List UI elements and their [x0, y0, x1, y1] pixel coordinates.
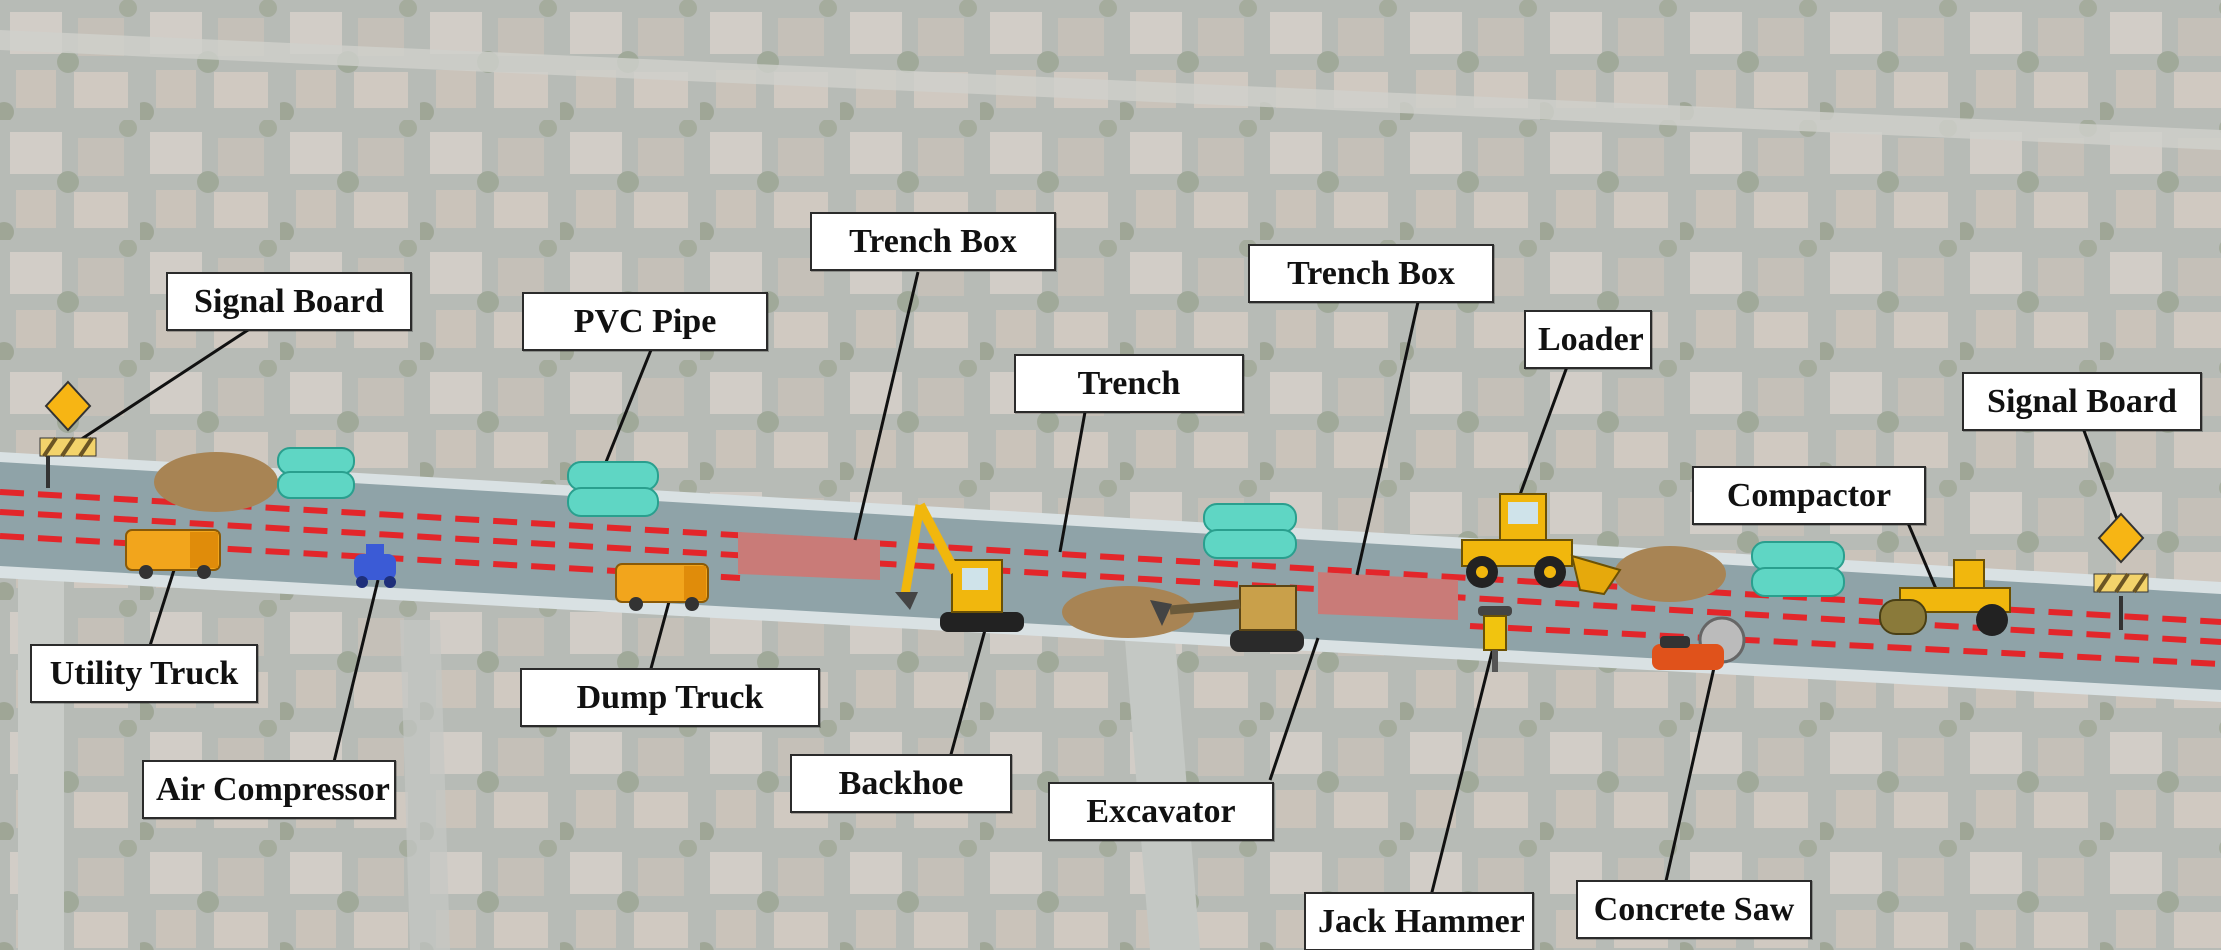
utility-truck-icon	[125, 529, 221, 579]
label-utility-truck: Utility Truck	[30, 644, 258, 704]
label-trench-box-left: Trench Box	[810, 212, 1056, 272]
leader-lines	[79, 271, 2123, 901]
label-concrete-saw: Concrete Saw	[1576, 880, 1812, 940]
pvc-pipe-icon	[1751, 541, 1845, 597]
pvc-pipe-icon	[567, 461, 659, 517]
label-backhoe: Backhoe	[790, 754, 1012, 814]
concrete-saw-icon	[1652, 616, 1746, 670]
label-trench-box-right: Trench Box	[1248, 244, 1494, 304]
soil-pile-icon	[1614, 546, 1726, 602]
left-cross-street	[18, 560, 64, 950]
label-air-compressor: Air Compressor	[142, 760, 396, 820]
label-excavator: Excavator	[1048, 782, 1274, 842]
upper-street	[0, 30, 2221, 150]
trench-box-icon	[738, 532, 880, 580]
jack-hammer-icon	[1478, 606, 1512, 672]
loader-icon	[1461, 493, 1622, 596]
trench-box-icon	[1318, 572, 1458, 620]
label-signal-board-right: Signal Board	[1962, 372, 2202, 432]
backhoe-icon	[895, 502, 1024, 632]
soil-pile-icon	[154, 452, 278, 512]
compactor-icon	[1879, 559, 2011, 636]
label-loader: Loader	[1524, 310, 1652, 370]
air-compressor-icon	[354, 544, 396, 588]
label-signal-board-left: Signal Board	[166, 272, 412, 332]
excavator-icon	[1150, 585, 1304, 652]
label-compactor: Compactor	[1692, 466, 1926, 526]
label-pvc-pipe: PVC Pipe	[522, 292, 768, 352]
label-trench: Trench	[1014, 354, 1244, 414]
signal-board-icon	[39, 380, 97, 488]
label-dump-truck: Dump Truck	[520, 668, 820, 728]
label-jack-hammer: Jack Hammer	[1304, 892, 1534, 950]
signal-board-icon	[2093, 512, 2149, 630]
dump-truck-icon	[615, 563, 709, 611]
pvc-pipe-icon	[1203, 503, 1297, 559]
soil-pile-icon	[1062, 586, 1194, 638]
pvc-pipe-icon	[277, 447, 355, 499]
